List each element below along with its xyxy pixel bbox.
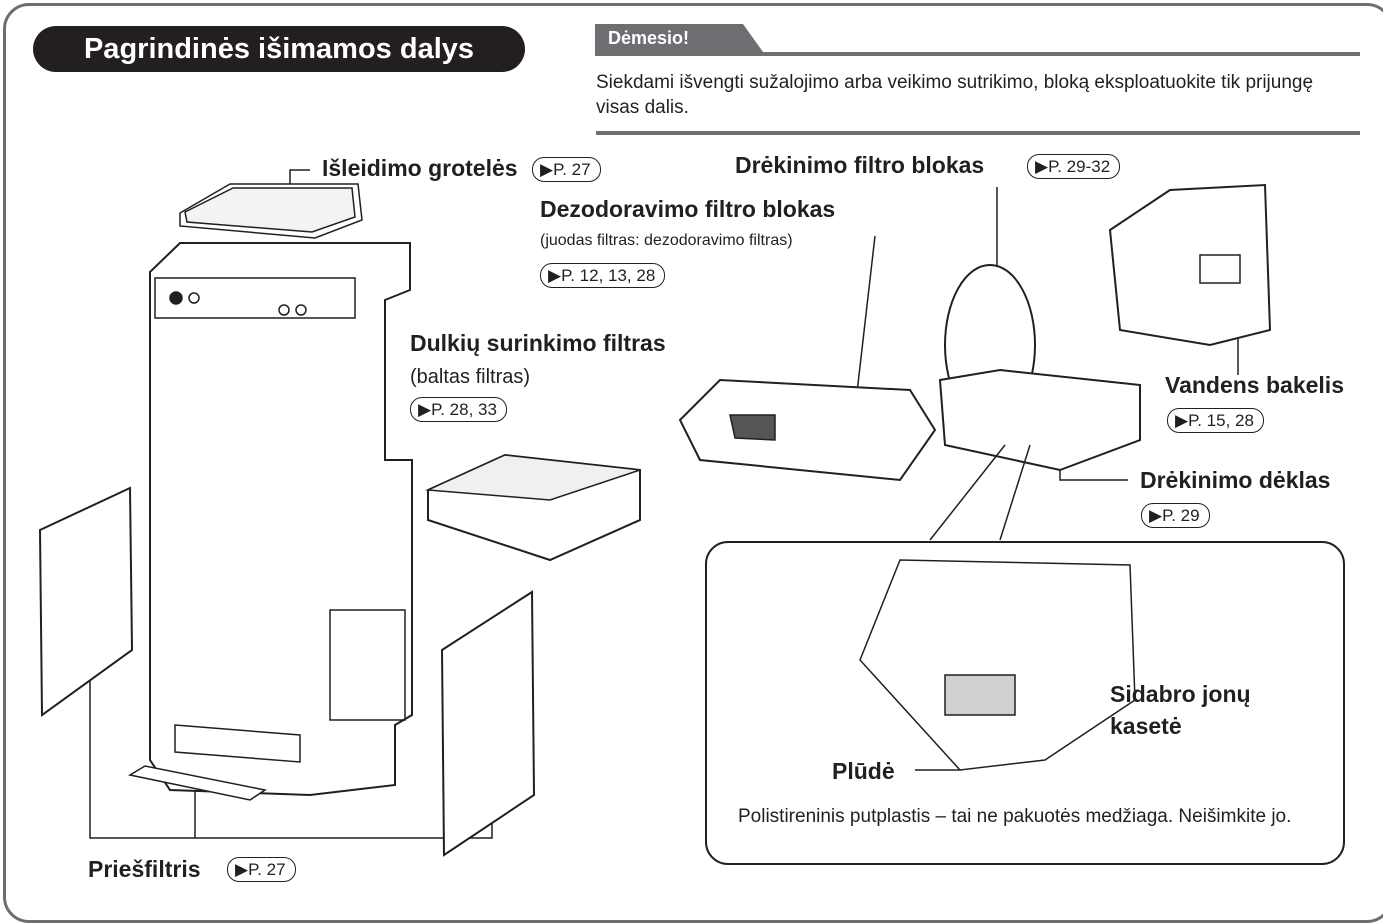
notice-header-bar xyxy=(595,24,1360,56)
deodorizing-unit-sub: (juodas filtras: dezodoravimo filtras) xyxy=(540,232,793,249)
notice-label: Dėmesio! xyxy=(608,28,690,48)
water-tank-ref: ▶P. 15, 28 xyxy=(1167,408,1264,433)
humidifying-tray-label: Drėkinimo dėklas xyxy=(1140,467,1331,493)
dust-filter-sub: (baltas filtras) xyxy=(410,366,531,388)
humidifying-unit-label: Drėkinimo filtro blokas xyxy=(735,152,985,178)
dust-filter-ref: ▶P. 28, 33 xyxy=(410,397,507,422)
outlet-grille-label: Išleidimo grotelės xyxy=(322,155,518,181)
parts-illustration xyxy=(38,131,1360,865)
humidifying-unit-ref: ▶P. 29-32 xyxy=(1027,154,1121,179)
styrofoam-note: Polistireninis putplastis – tai ne pakuo… xyxy=(738,806,1292,827)
humidifying-tray-ref: ▶P. 29 xyxy=(1141,503,1210,528)
outlet-grille-ref: ▶P. 27 xyxy=(532,157,601,182)
pre-filter-label: Priešfiltris xyxy=(88,856,201,882)
notice-text: Siekdami išvengti sužalojimo arba veikim… xyxy=(596,72,1314,118)
silver-ion-label: Sidabro jonų kasetė xyxy=(1110,681,1251,739)
deodorizing-unit-ref: ▶P. 12, 13, 28 xyxy=(540,263,666,288)
dust-filter-label: Dulkių surinkimo filtras xyxy=(410,330,666,356)
section-title: Pagrindinės išimamos dalys xyxy=(33,26,525,72)
water-tank-label: Vandens bakelis xyxy=(1165,372,1344,398)
pre-filter-ref: ▶P. 27 xyxy=(227,857,296,882)
float-label: Plūdė xyxy=(832,758,895,784)
deodorizing-unit-label: Dezodoravimo filtro blokas xyxy=(540,196,836,222)
